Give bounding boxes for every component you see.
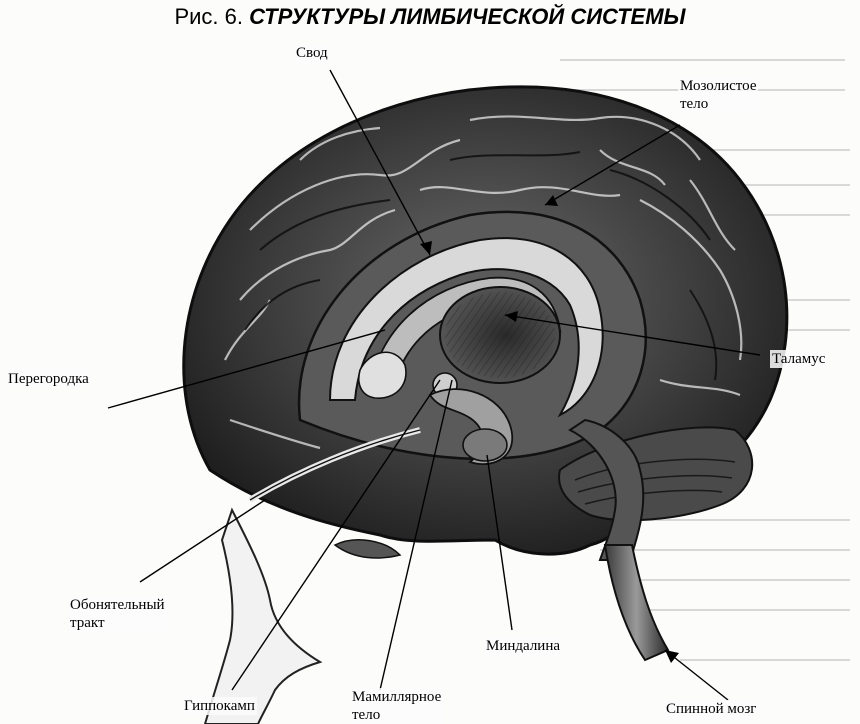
corpus-callosum-shape bbox=[328, 237, 604, 418]
arrowhead-spinal bbox=[665, 650, 679, 663]
eye-shape bbox=[333, 539, 402, 559]
septum-shape bbox=[358, 351, 407, 399]
figure-title: Рис. 6. СТРУКТУРЫ ЛИМБИЧЕСКОЙ СИСТЕМЫ bbox=[0, 4, 860, 30]
label-amygdala: Миндалина bbox=[484, 637, 563, 655]
amygdala-shape bbox=[462, 428, 508, 462]
leader-amygdala bbox=[486, 454, 513, 631]
figure-number: Рис. 6. bbox=[174, 4, 243, 29]
cortex-shadows bbox=[244, 151, 718, 381]
cerebellum-folds bbox=[574, 458, 736, 505]
label-mamillary-body: Мамиллярное тело bbox=[350, 688, 444, 724]
label-corpus-callosum-line1: Мозолистое bbox=[680, 78, 757, 94]
arrowheads bbox=[420, 195, 679, 663]
label-septum: Перегородка bbox=[6, 370, 91, 388]
leader-olfactory bbox=[139, 499, 266, 583]
label-olfactory-tract-line1: Обонятельный bbox=[70, 597, 165, 613]
label-corpus-callosum: Мозолистое тело bbox=[678, 77, 759, 113]
leader-lines bbox=[107, 69, 761, 701]
label-fornix: Свод bbox=[294, 44, 330, 62]
leader-spinal bbox=[664, 649, 729, 701]
leader-svod bbox=[329, 69, 431, 256]
thalamus-hatch bbox=[445, 292, 555, 378]
label-mamillary-body-line1: Мамиллярное bbox=[352, 689, 442, 705]
face-profile bbox=[203, 507, 323, 724]
spinal-cord-shape bbox=[603, 544, 670, 662]
arrowhead-corpus-callosum bbox=[545, 195, 558, 206]
leader-septum bbox=[107, 329, 386, 409]
label-olfactory-tract: Обонятельный тракт bbox=[68, 596, 167, 632]
leader-hippocampus bbox=[231, 379, 441, 691]
olfactory-tract-edge bbox=[249, 429, 421, 501]
leader-corpus-callosum bbox=[544, 124, 681, 206]
arrowhead-thalamus bbox=[505, 311, 518, 322]
label-thalamus: Таламус bbox=[770, 350, 828, 368]
label-mamillary-body-line2: тело bbox=[352, 707, 381, 723]
label-hippocampus: Гиппокамп bbox=[182, 697, 257, 715]
label-olfactory-tract-line2: тракт bbox=[70, 615, 105, 631]
leader-thalamus bbox=[504, 314, 761, 356]
figure-caption: СТРУКТУРЫ ЛИМБИЧЕСКОЙ СИСТЕМЫ bbox=[249, 4, 686, 29]
leader-mamillary bbox=[379, 379, 453, 691]
label-spinal-cord: Спинной мозг bbox=[664, 700, 759, 718]
label-corpus-callosum-line2: тело bbox=[680, 96, 709, 112]
arrowhead-svod bbox=[420, 241, 432, 255]
